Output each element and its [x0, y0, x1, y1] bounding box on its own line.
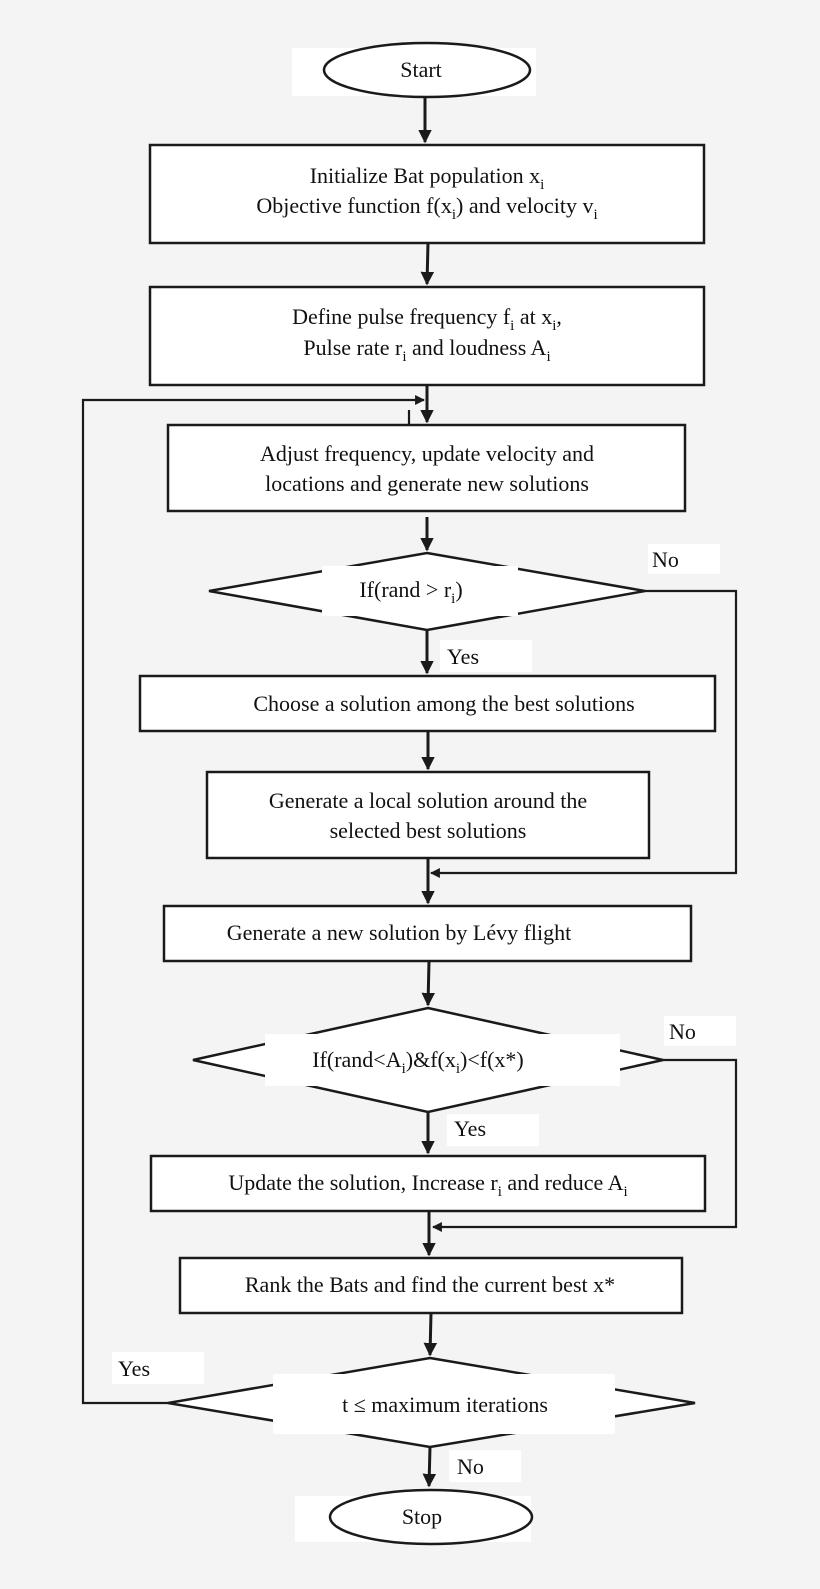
d3-yes-label: Yes: [118, 1356, 150, 1381]
d1-yes-label-bg: [440, 640, 532, 672]
d2-no-label: No: [669, 1019, 696, 1044]
arrow-levy-to-decision2: [421, 960, 436, 1007]
stop-label: Stop: [402, 1504, 442, 1529]
decision2-text-bg: [265, 1034, 620, 1086]
update-text: Update the solution, Increase ri and red…: [228, 1170, 627, 1200]
start-label: Start: [400, 57, 442, 82]
d2-no-connector: [432, 1058, 738, 1232]
arrow-decision3-no: [422, 1446, 437, 1488]
d3-no-label: No: [457, 1454, 484, 1479]
decision2-text: If(rand<Ai)&f(xi)<f(x*): [312, 1047, 524, 1077]
decision3-text: t ≤ maximum iterations: [342, 1392, 548, 1417]
d3-no-label-bg: [449, 1450, 521, 1482]
init-text-line1: Initialize Bat population xi: [310, 163, 545, 193]
levy-text: Generate a new solution by Lévy flight: [227, 920, 572, 945]
decision1-text: If(rand > ri): [359, 577, 462, 607]
adjust-process-box: [166, 423, 687, 513]
adjust-text-line2: locations and generate new solutions: [265, 471, 589, 496]
d1-no-label-bg: [648, 544, 720, 574]
d3-yes-label-bg: [112, 1352, 204, 1384]
define-text-line1: Define pulse frequency fi at xi,: [292, 304, 562, 334]
choose-text: Choose a solution among the best solutio…: [253, 691, 634, 716]
arrow-init-to-define: [420, 242, 435, 286]
stop-terminal: [328, 1488, 534, 1546]
levy-process-box: [162, 904, 693, 963]
rank-text: Rank the Bats and find the current best …: [245, 1272, 615, 1297]
d3-yes-loop-connector: [81, 395, 425, 1405]
define-text-line2: Pulse rate ri and loudness Ai: [303, 335, 550, 365]
adjust-text-line1: Adjust frequency, update velocity and: [260, 441, 594, 466]
decision1-text-bg: [322, 566, 518, 616]
d1-yes-label: Yes: [447, 644, 479, 669]
d2-yes-label: Yes: [454, 1116, 486, 1141]
choose-process-box: [138, 674, 717, 733]
local-text-line1: Generate a local solution around the: [269, 788, 587, 813]
local-solution-box: [205, 770, 651, 860]
init-text-line2: Objective function f(xi) and velocity vi: [256, 193, 597, 223]
decision3-text-bg: [273, 1374, 615, 1434]
d2-no-label-bg: [664, 1016, 736, 1046]
start-terminal: [322, 41, 532, 99]
d1-no-label: No: [652, 547, 679, 572]
local-text-line2: selected best solutions: [330, 818, 527, 843]
d2-yes-label-bg: [447, 1114, 539, 1146]
define-process-box: [148, 285, 706, 387]
arrow-rank-to-decision3: [423, 1312, 438, 1357]
d1-no-connector: [430, 589, 738, 878]
